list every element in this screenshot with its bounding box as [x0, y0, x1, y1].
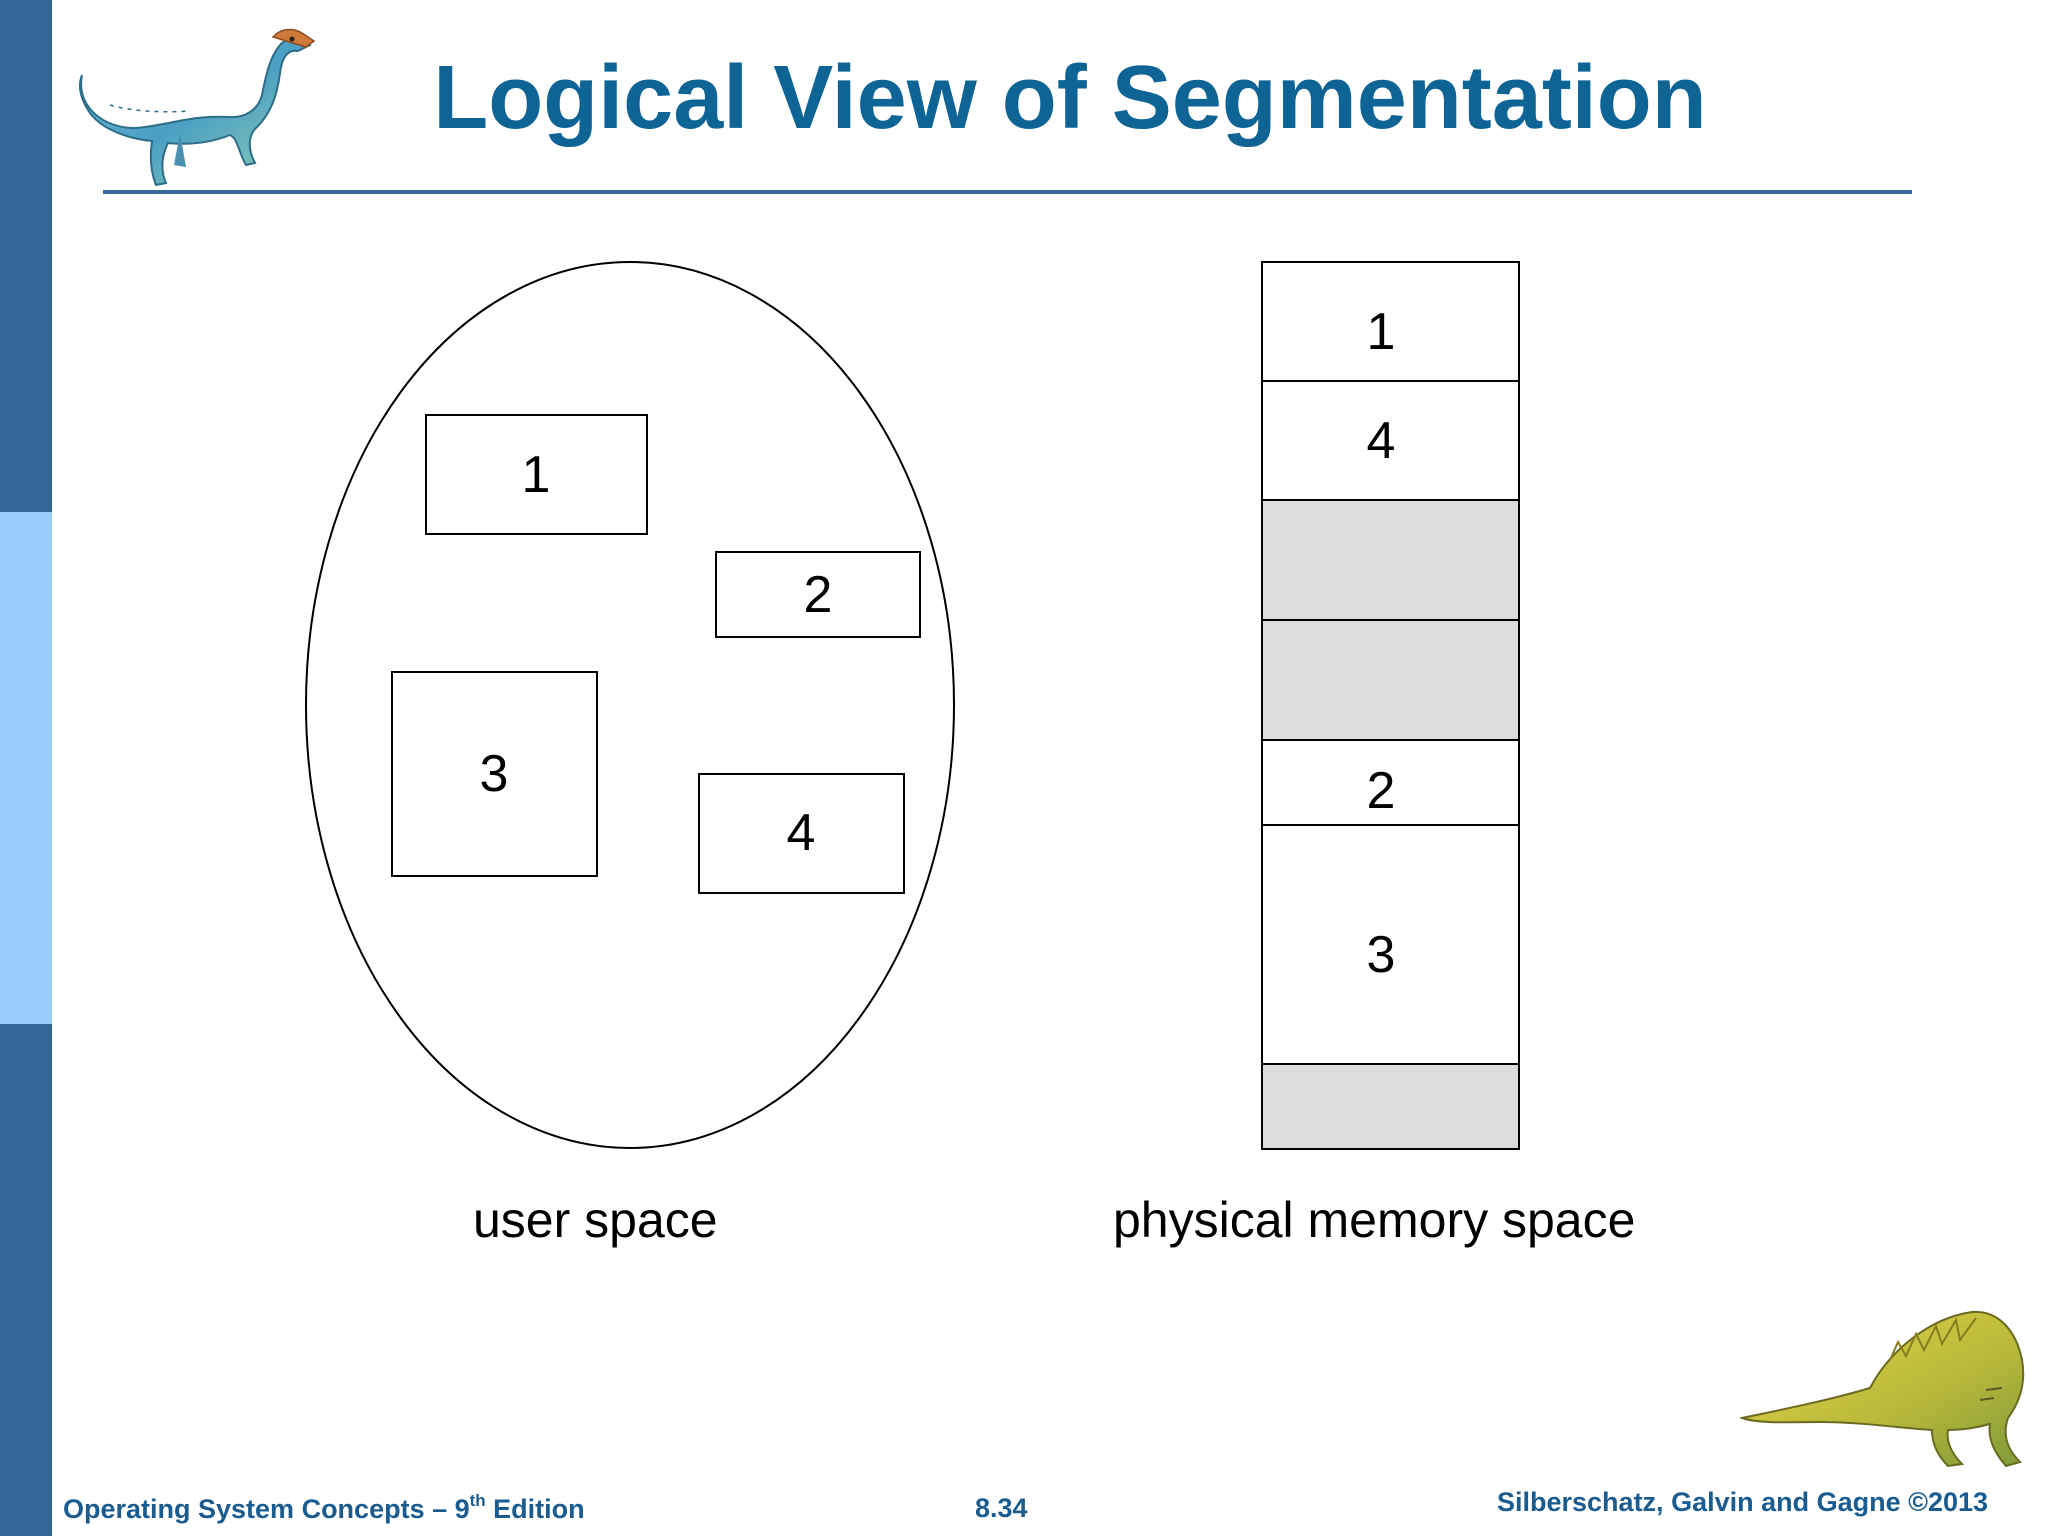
user-segment-label: 1 — [522, 446, 551, 504]
memory-block-2: 2 — [1261, 739, 1520, 826]
footer-book-title: Operating System Concepts – 9th Edition — [63, 1491, 585, 1525]
physical-memory-caption: physical memory space — [1113, 1192, 1636, 1248]
user-segment-label: 2 — [804, 566, 833, 624]
user-space-ellipse — [305, 261, 955, 1149]
physical-memory-column: 1 4 2 3 — [1261, 261, 1520, 1150]
memory-block-label: 1 — [1367, 303, 1396, 361]
user-segment-1: 1 — [425, 414, 648, 535]
user-segment-label: 3 — [480, 745, 509, 803]
memory-block-label: 4 — [1367, 412, 1396, 470]
side-bar-middle — [0, 512, 52, 1024]
user-segment-3: 3 — [391, 671, 598, 877]
footer-copyright: Silberschatz, Galvin and Gagne ©2013 — [1497, 1487, 1989, 1517]
user-segment-2: 2 — [715, 551, 921, 638]
memory-block-label: 2 — [1367, 762, 1396, 820]
footer-book-title-text: Operating System Concepts – 9 — [63, 1494, 470, 1524]
user-segment-4: 4 — [698, 773, 905, 894]
memory-block-3: 3 — [1261, 824, 1520, 1065]
memory-block-1: 1 — [1261, 261, 1520, 382]
side-bar-top — [0, 0, 52, 512]
memory-block-4: 4 — [1261, 380, 1520, 501]
memory-block-free-3 — [1261, 1063, 1520, 1150]
memory-block-free-2 — [1261, 619, 1520, 741]
user-space-caption: user space — [473, 1192, 718, 1248]
slide-title: Logical View of Segmentation — [433, 48, 1707, 148]
footer-book-title-suffix: Edition — [485, 1494, 585, 1524]
side-bar-bottom — [0, 1024, 52, 1536]
dinosaur-bottom-right-icon — [1740, 1310, 2025, 1468]
footer-edition-superscript: th — [469, 1491, 486, 1510]
dinosaur-top-left-icon — [79, 28, 316, 187]
memory-block-label: 3 — [1367, 926, 1396, 984]
footer-slide-number: 8.34 — [975, 1493, 1028, 1523]
memory-block-free-1 — [1261, 499, 1520, 621]
user-segment-label: 4 — [787, 804, 816, 862]
title-rule — [103, 190, 1912, 194]
